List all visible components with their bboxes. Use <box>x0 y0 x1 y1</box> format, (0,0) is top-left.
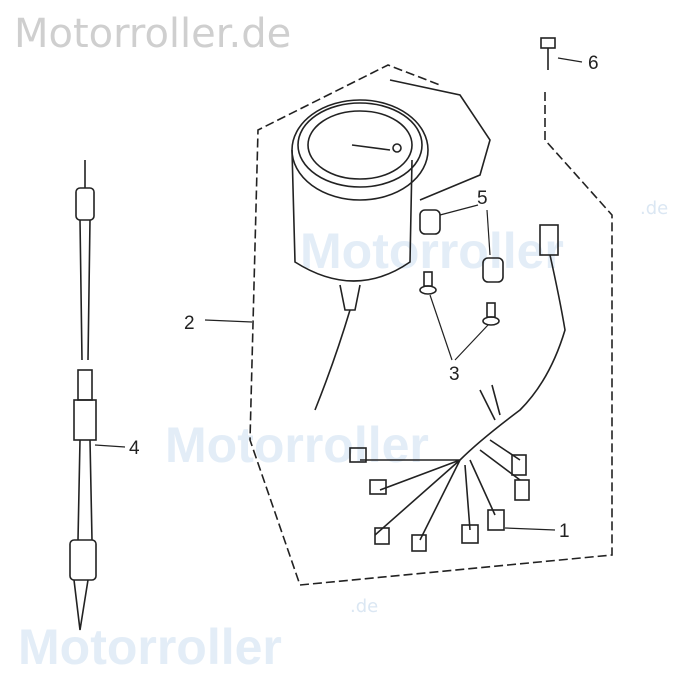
wire-harness-1 <box>349 224 566 552</box>
callout-4: 4 <box>129 438 140 459</box>
speedometer-cable-4 <box>69 160 97 631</box>
leader-lines <box>94 57 583 531</box>
screws-3 <box>419 271 500 326</box>
watermark-bottom: Motorroller <box>18 619 282 675</box>
callout-1: 1 <box>559 521 570 542</box>
bolt-6 <box>540 37 556 70</box>
watermark-mid-right-de: .de <box>640 198 669 219</box>
assembly-outline <box>249 64 613 586</box>
speedometer <box>291 79 491 411</box>
callout-5: 5 <box>477 188 488 209</box>
callout-6: 6 <box>588 53 599 74</box>
watermark-center: Motorroller <box>165 417 429 473</box>
callout-3: 3 <box>449 364 460 385</box>
callout-2: 2 <box>184 313 195 334</box>
grommets-5 <box>419 209 504 283</box>
watermark-bottom-de: .de <box>350 596 379 617</box>
watermark-top: Motorroller.de <box>14 11 292 57</box>
